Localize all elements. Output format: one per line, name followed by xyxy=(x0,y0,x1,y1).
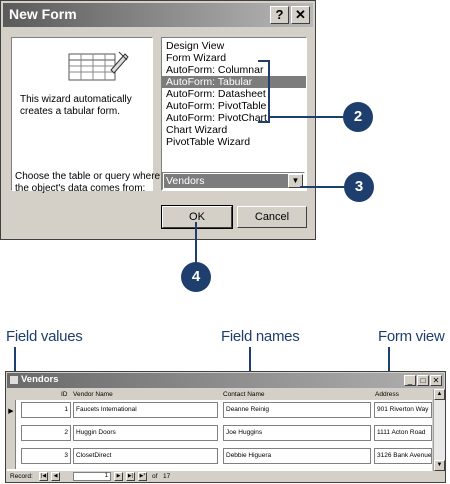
cell-address[interactable]: 3126 Bank Avenue xyxy=(374,448,432,464)
field-names-leader xyxy=(249,347,251,390)
tabular-form-icon xyxy=(68,51,129,81)
list-item-autoform-columnar[interactable]: AutoForm: Columnar xyxy=(166,64,264,76)
cell-vendor-name[interactable]: Faucets International xyxy=(73,402,218,418)
cell-id[interactable]: 1 xyxy=(21,402,71,418)
maximize-button[interactable]: □ xyxy=(417,375,429,386)
callout-2-bracket-top xyxy=(258,60,270,62)
cell-vendor-name[interactable]: Huggin Doors xyxy=(73,425,218,441)
record-selector-current[interactable]: ▶ xyxy=(7,400,16,423)
list-item-autoform-datasheet[interactable]: AutoForm: Datasheet xyxy=(166,88,266,100)
vertical-scrollbar[interactable]: ▲ ▼ xyxy=(433,389,445,471)
chevron-down-icon[interactable]: ▼ xyxy=(288,174,303,188)
first-record-icon[interactable]: |◀ xyxy=(39,472,48,481)
source-combo-value[interactable]: Vendors xyxy=(164,174,288,188)
last-record-icon[interactable]: ▶| xyxy=(126,472,135,481)
wizard-description: This wizard automatically creates a tabu… xyxy=(20,94,132,117)
form-icon xyxy=(10,376,18,384)
vendors-titlebar[interactable]: Vendors _ □ ✕ xyxy=(7,373,444,388)
table-row[interactable]: 2 Huggin Doors Joe Huggins 1111 Acton Ro… xyxy=(7,423,432,446)
record-selector[interactable] xyxy=(7,446,16,469)
callout-3-badge: 3 xyxy=(344,172,374,202)
column-header-vendor-name: Vendor Name xyxy=(73,391,113,398)
caption-field-names: Field names xyxy=(221,328,300,345)
callout-2-leader xyxy=(268,116,344,118)
table-row[interactable]: ▶ 1 Faucets International Deanne Reinig … xyxy=(7,400,432,423)
form-type-list[interactable]: Design View Form Wizard AutoForm: Column… xyxy=(161,37,307,191)
source-combo[interactable]: Vendors ▼ xyxy=(162,172,305,190)
column-header-address: Address xyxy=(375,391,399,398)
previous-record-icon[interactable]: ◀ xyxy=(51,472,60,481)
close-icon[interactable]: ✕ xyxy=(430,375,442,386)
record-label: Record: xyxy=(10,473,33,480)
minimize-button[interactable]: _ xyxy=(404,375,416,386)
cancel-button[interactable]: Cancel xyxy=(237,206,307,228)
source-prompt: Choose the table or query where the obje… xyxy=(15,171,161,194)
vendors-form-window: Vendors _ □ ✕ ID Vendor Name Contact Nam… xyxy=(5,371,446,483)
cell-contact-name[interactable]: Joe Huggins xyxy=(223,425,371,441)
column-header-contact-name: Contact Name xyxy=(223,391,265,398)
list-item-autoform-pivottable[interactable]: AutoForm: PivotTable xyxy=(166,100,267,112)
list-item-autoform-tabular[interactable]: AutoForm: Tabular xyxy=(162,76,306,88)
vendors-form-body: ID Vendor Name Contact Name Address ▶ 1 … xyxy=(7,389,432,471)
record-selector[interactable] xyxy=(7,423,16,446)
dialog-title: New Form xyxy=(9,6,77,22)
list-item-chart-wizard[interactable]: Chart Wizard xyxy=(166,124,228,136)
table-row[interactable]: 3 ClosetDirect Debbie Higuera 3126 Bank … xyxy=(7,446,432,469)
caption-field-values: Field values xyxy=(6,328,83,345)
column-header-row: ID Vendor Name Contact Name Address xyxy=(7,389,432,400)
callout-2-badge: 2 xyxy=(343,102,373,132)
vendors-title: Vendors xyxy=(21,374,59,385)
callout-2-bracket-vertical xyxy=(268,60,270,123)
cell-address[interactable]: 901 Riverton Way xyxy=(374,402,432,418)
scroll-down-icon[interactable]: ▼ xyxy=(434,460,445,471)
list-item-autoform-pivotchart[interactable]: AutoForm: PivotChart xyxy=(166,112,267,124)
next-record-icon[interactable]: ▶ xyxy=(114,472,123,481)
callout-4-badge: 4 xyxy=(181,262,211,292)
form-view-leader xyxy=(388,347,390,375)
list-item-form-wizard[interactable]: Form Wizard xyxy=(166,52,227,64)
new-record-icon[interactable]: ▶* xyxy=(138,472,147,481)
column-header-id: ID xyxy=(61,391,68,398)
scroll-up-icon[interactable]: ▲ xyxy=(434,389,445,400)
help-button[interactable]: ? xyxy=(270,6,289,24)
caption-form-view: Form view xyxy=(378,328,445,345)
cell-vendor-name[interactable]: ClosetDirect xyxy=(73,448,218,464)
cell-id[interactable]: 3 xyxy=(21,448,71,464)
new-form-dialog: New Form ? ✕ This wizard automatically c… xyxy=(0,0,316,240)
of-label: of xyxy=(152,473,158,480)
record-navigation-bar: Record: |◀ ◀ 1 ▶ ▶| ▶* of 17 xyxy=(7,471,445,482)
close-button[interactable]: ✕ xyxy=(291,6,310,24)
current-record-field[interactable]: 1 xyxy=(73,472,111,481)
callout-2-bracket-bottom xyxy=(258,121,270,123)
cell-contact-name[interactable]: Debbie Higuera xyxy=(223,448,371,464)
wizard-preview: This wizard automatically creates a tabu… xyxy=(11,37,153,191)
callout-3-leader xyxy=(300,186,345,188)
total-records: 17 xyxy=(163,473,171,480)
cell-contact-name[interactable]: Deanne Reinig xyxy=(223,402,371,418)
list-item-pivottable-wizard[interactable]: PivotTable Wizard xyxy=(166,136,251,148)
dialog-titlebar[interactable]: New Form ? ✕ xyxy=(3,3,313,27)
cell-address[interactable]: 1111 Acton Road xyxy=(374,425,432,441)
callout-4-leader xyxy=(195,222,197,263)
ok-button[interactable]: OK xyxy=(161,205,233,229)
cell-id[interactable]: 2 xyxy=(21,425,71,441)
list-item-design-view[interactable]: Design View xyxy=(166,40,225,52)
